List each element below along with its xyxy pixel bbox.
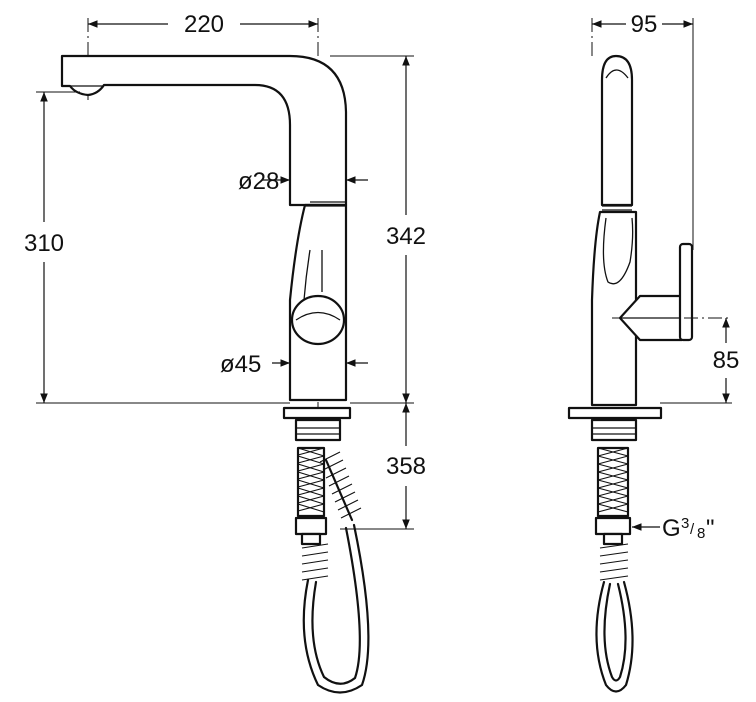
spout-outline: [60, 54, 348, 207]
supply-hose-front: [296, 446, 326, 518]
dim-hose-length: 358: [386, 453, 426, 480]
dim-connection-thread: G 3 / 8 ": [662, 515, 715, 542]
lower-spring-front: [301, 543, 329, 581]
side-connector: [594, 516, 632, 536]
connector-front: [294, 516, 328, 536]
dim-lever-height: 85: [713, 347, 740, 374]
side-body-outline: [590, 210, 638, 407]
side-supply-hose: [596, 446, 630, 518]
front-view: 220 310 342 358 ø28 ø45: [24, 11, 426, 694]
dim-body-diameter: ø45: [220, 351, 261, 378]
hose-loop-front: [302, 523, 370, 694]
side-spout-outline: [600, 54, 634, 207]
side-base-plate: [567, 406, 663, 420]
side-lower-spring: [599, 543, 629, 581]
side-hose-loop: [595, 580, 634, 693]
connection-thread-quote: ": [706, 515, 715, 542]
lever-knob: [290, 294, 346, 346]
connection-thread-numerator: 3: [681, 515, 689, 532]
dim-spout-height: 310: [24, 230, 64, 257]
dim-total-height: 342: [386, 223, 426, 250]
side-view: 95 85 G 3 / 8 ": [567, 11, 740, 693]
dim-spout-diameter: ø28: [238, 168, 279, 195]
connection-thread-denominator: 8: [697, 525, 705, 542]
base-plate: [282, 406, 352, 420]
dim-spout-reach: 220: [184, 11, 224, 38]
side-mounting-nut: [590, 418, 638, 442]
dim-body-depth: 95: [631, 11, 658, 38]
connection-thread-slash: /: [690, 521, 695, 538]
pullout-hose-spring: [319, 451, 362, 522]
connection-thread-letter: G: [662, 515, 681, 542]
mounting-nut: [294, 418, 342, 442]
